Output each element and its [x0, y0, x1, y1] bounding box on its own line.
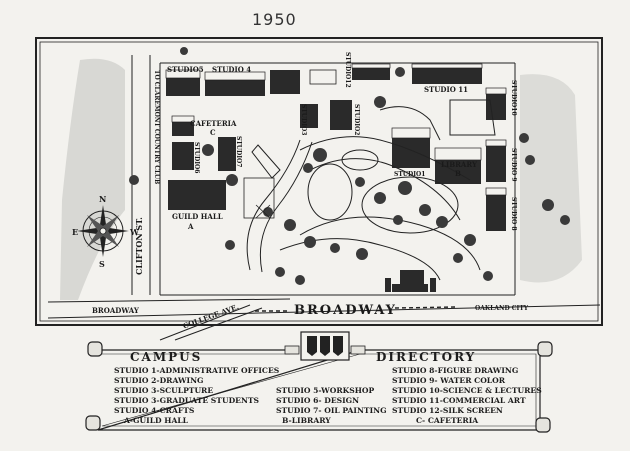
hill-right [520, 74, 582, 283]
label-studio1: STUDIO1 [394, 171, 426, 178]
label-claremont: TO CLAREMONT COUNTRY CLUB [153, 70, 160, 185]
paths [246, 99, 496, 281]
directory-entry: STUDIO 4-CRAFTS [114, 406, 195, 415]
directory-entry: STUDIO 7- OIL PAINTING [276, 406, 387, 415]
label-guild-letter: A [188, 222, 194, 231]
compass-w: W [130, 227, 139, 237]
buildings [166, 68, 506, 288]
hill-left [60, 58, 125, 300]
directory-entry: B-LIBRARY [282, 416, 331, 425]
label-broadway-center: BROADWAY [294, 303, 397, 318]
directory-entry: STUDIO 1-ADMINISTRATIVE OFFICES [114, 366, 280, 375]
directory-frame [85, 341, 553, 433]
label-library-letter: B [455, 169, 461, 178]
label-studio12: STUDIO12 [344, 52, 351, 88]
label-studio5: STUDIO5 [167, 65, 204, 74]
label-guild-hall: GUILD HALL [172, 212, 223, 221]
trees [129, 47, 570, 285]
broadway-road [255, 306, 456, 312]
label-studio8: STUDIO 8 [510, 197, 517, 231]
label-oakland-city: OAKLAND CITY [475, 305, 529, 312]
directory-entry: STUDIO 6- DESIGN [276, 396, 360, 405]
compass-e: E [72, 227, 79, 237]
compass-s: S [99, 259, 105, 269]
label-studio11: STUDIO 11 [424, 85, 468, 94]
directory-entry: STUDIO 9- WATER COLOR [392, 376, 506, 385]
directory-title-right: DIRECTORY [376, 350, 477, 364]
label-clifton-st: CLIFTON ST. [134, 217, 144, 275]
directory-entry: C- CAFETERIA [416, 416, 479, 425]
label-studio3: STUDIO3 [300, 104, 307, 136]
directory-column-3: STUDIO 8-FIGURE DRAWING STUDIO 9- WATER … [392, 366, 542, 426]
label-cafeteria-letter: C [210, 128, 216, 137]
label-cafeteria: CAFETERIA [190, 119, 237, 128]
map-year: 1950 [252, 10, 297, 29]
label-studio4: STUDIO 4 [212, 65, 252, 74]
directory-entry: STUDIO 5-WORKSHOP [276, 386, 375, 395]
directory-entry: A-GUILD HALL [124, 416, 189, 425]
streets [47, 55, 601, 341]
label-studio7: STUDIO7 [235, 136, 242, 168]
entrance-gate [385, 278, 436, 292]
directory-entry: STUDIO 11-COMMERCIAL ART [392, 396, 526, 405]
label-studio2: STUDIO2 [353, 104, 360, 136]
directory-entry: STUDIO 10-SCIENCE & LECTURES [392, 386, 542, 395]
directory-entry: STUDIO 8-FIGURE DRAWING [392, 366, 519, 375]
compass-n: N [99, 194, 107, 204]
directory-title-left: CAMPUS [130, 350, 203, 364]
directory-column-2: STUDIO 5-WORKSHOP STUDIO 6- DESIGN STUDI… [276, 386, 387, 426]
label-broadway-left: BROADWAY [92, 306, 139, 315]
label-studio6: STUDIO6 [193, 142, 200, 174]
directory-entry: STUDIO 3-SCULPTURE [114, 386, 214, 395]
crest-emblem [284, 331, 366, 361]
label-studio9: STUDIO 9 [510, 148, 517, 182]
directory-entry: STUDIO 2-DRAWING [114, 376, 204, 385]
label-library: LIBRARY [441, 160, 477, 169]
label-studio10: STUDIO10 [510, 80, 517, 116]
compass-rose [77, 205, 129, 257]
directory-entry: STUDIO 12-SILK SCREEN [392, 406, 503, 415]
directory-entry: STUDIO 3-GRADUATE STUDENTS [114, 396, 260, 405]
map-border [35, 37, 603, 326]
directory-column-1: STUDIO 1-ADMINISTRATIVE OFFICES STUDIO 2… [114, 366, 279, 426]
